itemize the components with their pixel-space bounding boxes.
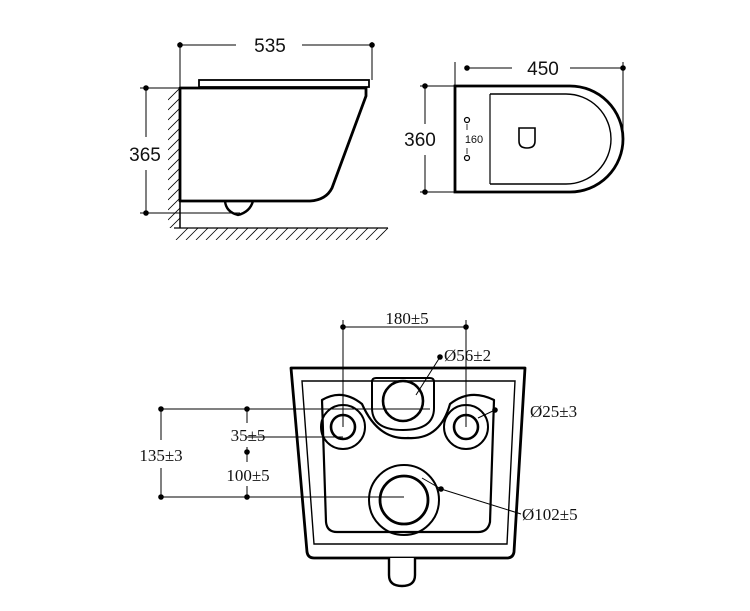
- side-width-dimension: 535: [177, 36, 375, 88]
- top-depth-dimension: 450: [454, 59, 626, 139]
- top-width-label: 360: [404, 130, 436, 151]
- top-bolt-hole-lower: [463, 154, 471, 162]
- side-width-label: 535: [254, 36, 286, 57]
- rear-waste-spigot: [387, 558, 417, 588]
- top-view: 160 450 360: [404, 59, 626, 195]
- rear-inlet-opening: [381, 379, 425, 423]
- rear-bolt-to-outlet-height-label: 135±3: [139, 446, 182, 465]
- floor-hatch: [175, 228, 389, 240]
- rear-bolt-hole-diameter-label: Ø25±3: [530, 402, 577, 421]
- rear-inlet-housing: [371, 377, 435, 432]
- rear-bolt-spacing-dimension: 180±5: [340, 308, 469, 427]
- side-height-dimension: 365: [129, 85, 240, 216]
- side-view: 535 365: [129, 36, 389, 240]
- top-bolt-hole-upper: [463, 116, 471, 124]
- rear-bolt-spacing-label: 180±5: [385, 309, 428, 328]
- rear-inner-contour: [301, 380, 516, 545]
- rear-bolt-height-dimension: 35±5 100±5: [226, 406, 270, 500]
- top-bowl-opening: [518, 127, 536, 149]
- rear-outlet-outer: [368, 464, 440, 536]
- rear-bolt-to-inlet-height-label: 35±5: [231, 426, 266, 445]
- rear-outlet-diameter-callout: Ø102±5: [421, 477, 578, 524]
- outlet-spigot: [223, 200, 255, 217]
- top-bolt-spacing-label: 160: [465, 134, 483, 146]
- rear-outlet-diameter-label: Ø102±5: [522, 505, 578, 524]
- rear-cavity-contour: [320, 393, 496, 534]
- rear-outlet-height-label: 100±5: [226, 466, 269, 485]
- rear-inlet-diameter-label: Ø56±2: [444, 346, 491, 365]
- seat-lid: [198, 79, 370, 88]
- rear-outlet-opening: [378, 474, 430, 526]
- rear-view: 180±5 Ø56±2 Ø25±3 135±3: [139, 308, 578, 588]
- rear-inlet-diameter-callout: Ø56±2: [415, 346, 491, 396]
- rear-bolt-hole-diameter-callout: Ø25±3: [477, 402, 577, 421]
- rear-outlet-height-dimension: 135±3: [139, 406, 183, 500]
- top-rim-inner: [490, 93, 612, 185]
- top-bowl-outline: [453, 84, 625, 194]
- bowl-body: [178, 86, 368, 203]
- top-width-dimension: 360: [404, 83, 455, 195]
- top-depth-label: 450: [527, 59, 559, 80]
- side-height-label: 365: [129, 145, 161, 166]
- wall-hatch: [168, 88, 180, 228]
